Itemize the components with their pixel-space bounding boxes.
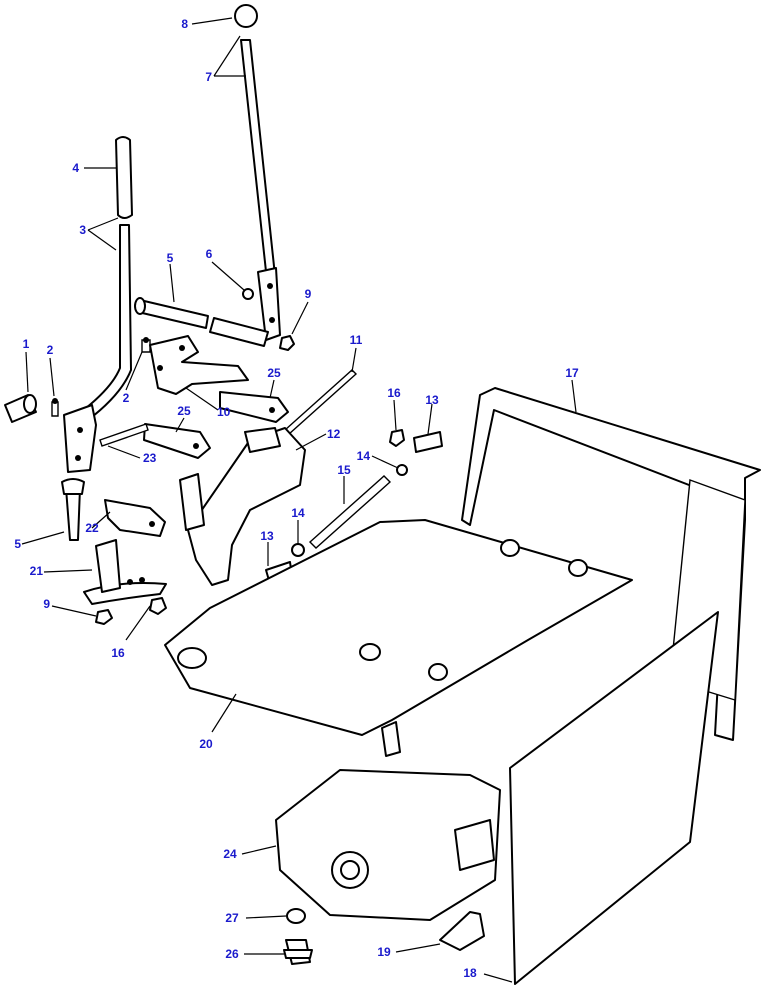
callout-18: 18 [463, 966, 477, 980]
callout-13: 13 [260, 529, 274, 543]
callout-8: 8 [181, 17, 188, 31]
callout-7: 7 [205, 70, 212, 84]
callout-9: 9 [305, 287, 312, 301]
part-washer [396, 464, 408, 476]
part-rod [283, 369, 358, 435]
part-long-lever [240, 39, 281, 341]
part-fastener [413, 431, 443, 453]
callout-12: 12 [327, 427, 341, 441]
callout-23: 23 [143, 451, 157, 465]
part-side-panel [509, 611, 719, 985]
callout-24: 24 [223, 847, 237, 861]
callout-16: 16 [387, 386, 401, 400]
part-clevis-link [219, 391, 289, 423]
callout-5: 5 [14, 537, 21, 551]
part-main-bracket [179, 427, 306, 586]
callout-19: 19 [377, 945, 391, 959]
callout-9: 9 [43, 597, 50, 611]
callout-16: 16 [111, 646, 125, 660]
part-screw [141, 337, 151, 353]
callout-5: 5 [167, 251, 174, 265]
part-quadrant [83, 539, 167, 605]
part-bolt [99, 423, 149, 447]
callout-17: 17 [565, 366, 579, 380]
part-bushing [4, 394, 37, 423]
part-angle-bracket [439, 911, 485, 951]
part-handle-grip [115, 136, 133, 219]
part-screw [51, 398, 59, 417]
part-threaded-rod [308, 475, 392, 549]
callout-10: 10 [217, 405, 231, 419]
part-link [104, 499, 166, 537]
callout-22: 22 [85, 521, 99, 535]
callout-1: 1 [23, 337, 30, 351]
callout-25: 25 [267, 366, 281, 380]
part-nut [149, 597, 167, 615]
callout-3: 3 [79, 223, 86, 237]
part-set-screw [242, 288, 254, 300]
callout-26: 26 [225, 947, 239, 961]
part-short-lever [63, 224, 132, 473]
callout-14: 14 [291, 506, 305, 520]
leader-lines [21, 17, 577, 983]
callout-21: 21 [30, 564, 44, 578]
callout-14: 14 [357, 449, 371, 463]
part-mounting-plate [164, 519, 633, 757]
part-bellcrank [149, 335, 249, 395]
callout-27: 27 [225, 911, 239, 925]
callout-2: 2 [47, 343, 54, 357]
part-nut [389, 429, 405, 447]
callout-labels: 8 7 4 3 5 6 9 1 2 2 11 25 10 25 23 12 16… [14, 17, 579, 980]
callout-6: 6 [206, 247, 213, 261]
part-pin-lower [61, 478, 85, 541]
part-sleeve [209, 317, 269, 347]
part-knob [234, 4, 258, 28]
part-nut [95, 609, 113, 625]
part-pin-upper [134, 297, 209, 329]
part-nut [279, 335, 295, 351]
part-washer [291, 543, 305, 557]
callout-13: 13 [425, 393, 439, 407]
callout-11: 11 [350, 333, 363, 347]
callout-20: 20 [199, 737, 213, 751]
part-o-ring [286, 908, 306, 924]
callout-25: 25 [177, 404, 191, 418]
part-plug [283, 939, 313, 965]
part-control-valve [275, 769, 501, 921]
callout-15: 15 [337, 463, 351, 477]
callout-2: 2 [123, 391, 130, 405]
callout-4: 4 [72, 161, 79, 175]
part-clevis-link [143, 423, 211, 459]
